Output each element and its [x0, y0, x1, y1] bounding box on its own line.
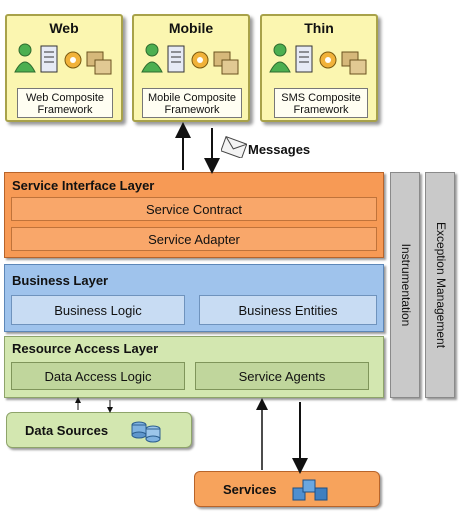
- gear-icon: [64, 51, 82, 69]
- instrumentation-bar: Instrumentation: [390, 172, 420, 398]
- resource-access-layer: Resource Access Layer Data Access Logic …: [4, 336, 384, 398]
- web-framework-box: Web Composite Framework: [17, 88, 113, 118]
- gear-icon: [191, 51, 209, 69]
- service-interface-layer-title: Service Interface Layer: [12, 178, 155, 193]
- mobile-client-title: Mobile: [168, 20, 214, 36]
- package-icon: [86, 51, 112, 75]
- user-icon: [141, 43, 163, 73]
- thin-client-title: Thin: [304, 20, 334, 36]
- exception-management-bar: Exception Management: [425, 172, 455, 398]
- package-icon: [341, 51, 367, 75]
- business-layer-title: Business Layer: [12, 273, 109, 288]
- database-icon: [131, 421, 161, 443]
- messages-label: Messages: [248, 142, 311, 157]
- gear-icon: [319, 51, 337, 69]
- document-icon: [167, 45, 185, 73]
- mobile-client-icons: [141, 43, 239, 75]
- mobile-framework-box: Mobile Composite Framework: [142, 88, 242, 118]
- business-layer: Business Layer Business Logic Business E…: [4, 264, 384, 332]
- user-icon: [14, 43, 36, 73]
- data-sources-label: Data Sources: [25, 423, 109, 438]
- envelope-icon: [221, 136, 247, 158]
- mobile-client-box: Mobile Mobile Composite Framework: [132, 14, 250, 122]
- thin-client-icons: [269, 43, 367, 75]
- services-cubes-icon: [292, 479, 328, 501]
- resource-access-layer-title: Resource Access Layer: [12, 341, 159, 356]
- package-icon: [213, 51, 239, 75]
- web-client-icons: [14, 43, 112, 75]
- web-client-box: Web Web Composite Framework: [5, 14, 123, 122]
- document-icon: [40, 45, 58, 73]
- service-adapter-box: Service Adapter: [11, 227, 377, 251]
- business-entities-box: Business Entities: [199, 295, 377, 325]
- document-icon: [295, 45, 313, 73]
- data-sources-box: Data Sources: [6, 412, 192, 448]
- thin-client-box: Thin SMS Composite Framework: [260, 14, 378, 122]
- service-agents-box: Service Agents: [195, 362, 369, 390]
- business-logic-box: Business Logic: [11, 295, 185, 325]
- user-icon: [269, 43, 291, 73]
- service-interface-layer: Service Interface Layer Service Contract…: [4, 172, 384, 258]
- data-access-logic-box: Data Access Logic: [11, 362, 185, 390]
- services-label: Services: [223, 482, 277, 497]
- services-box: Services: [194, 471, 380, 507]
- thin-framework-box: SMS Composite Framework: [274, 88, 368, 118]
- web-client-title: Web: [49, 20, 79, 36]
- service-contract-box: Service Contract: [11, 197, 377, 221]
